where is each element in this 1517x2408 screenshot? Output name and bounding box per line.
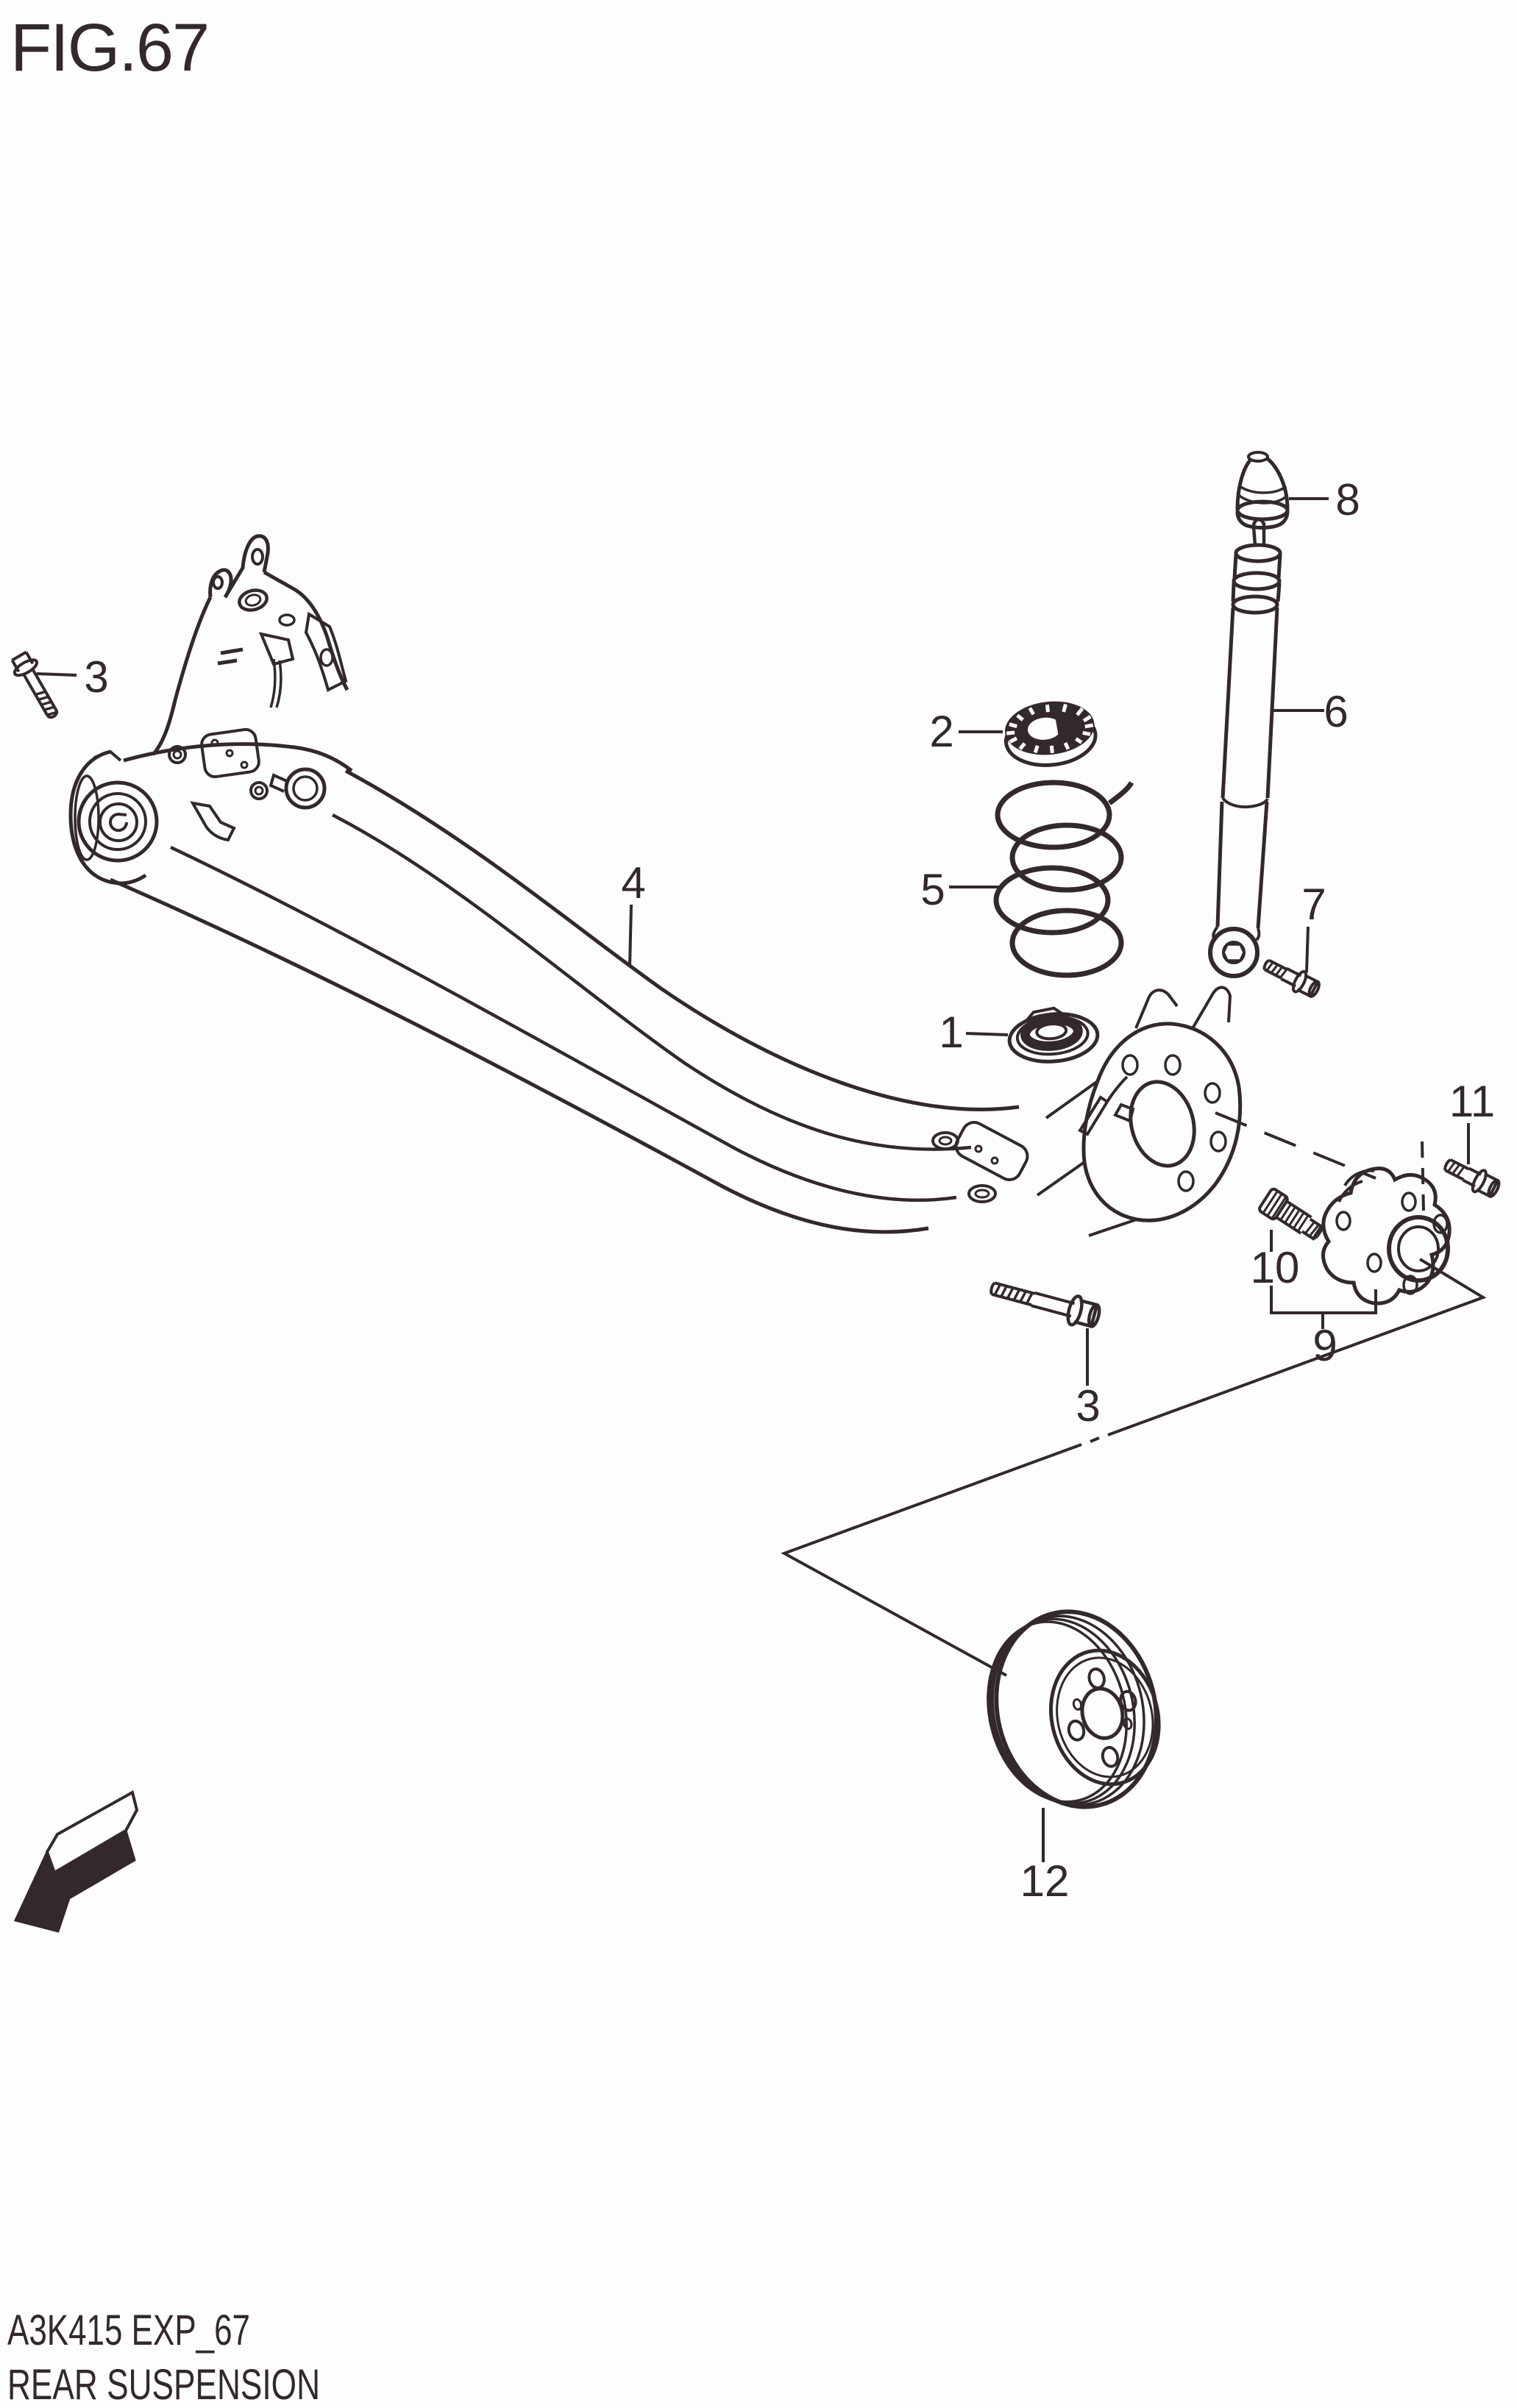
- callout-shock-absorber: 6: [1324, 687, 1348, 736]
- callout-hub-stud: 10: [1251, 1243, 1300, 1292]
- beam-tube: [110, 769, 1020, 1234]
- callout-torsion-beam: 4: [621, 858, 645, 908]
- wheel-hub-assembly: [1321, 1166, 1452, 1305]
- shock-absorber: [1208, 518, 1282, 978]
- callout-spring-upper-seat: 2: [929, 707, 953, 756]
- bolt-3-left: [10, 650, 59, 719]
- callout-bump-stop: 8: [1335, 475, 1360, 524]
- arm-top-edge: [123, 742, 353, 772]
- callout-bolt-left: 3: [84, 652, 108, 702]
- callout-bolt-right: 3: [1076, 1381, 1100, 1431]
- hub-stud: [1258, 1187, 1324, 1241]
- bolt-11: [1443, 1158, 1501, 1199]
- callout-hub-assembly: 9: [1312, 1321, 1337, 1370]
- spindle-mounting-plate: [1036, 986, 1243, 1237]
- spring-upper-seat: [1003, 701, 1098, 767]
- spring-cup: [269, 767, 327, 810]
- left-bracket: [152, 534, 349, 800]
- drum-pointer-lines: [781, 1258, 1487, 1677]
- fwd-direction-arrow: FWD: [13, 1789, 139, 1933]
- callout-coil-spring: 5: [920, 865, 945, 914]
- callout-brake-drum: 12: [1020, 1856, 1070, 1906]
- torsion-beam-axle-drawing: [68, 534, 1243, 1237]
- left-bushing: [68, 749, 159, 886]
- coil-spring: [993, 780, 1134, 978]
- brake-drum: [987, 1609, 1161, 1809]
- brake-line-clip: [190, 801, 236, 842]
- footer-caption: REAR SUSPENSION: [7, 2361, 320, 2408]
- spring-lower-seat: [1007, 1006, 1100, 1064]
- assembly-dashed-lines: [1215, 1111, 1425, 1213]
- callout-shock-bolt: 7: [1301, 880, 1326, 929]
- beam-detail-pads: [931, 1075, 1135, 1203]
- callout-hub-bolt: 11: [1449, 1077, 1495, 1126]
- bump-stop: [1235, 451, 1290, 530]
- figure-title: FIG.67: [10, 10, 208, 85]
- callout-leaders: [36, 497, 1470, 1862]
- callout-spring-lower-seat: 1: [939, 1008, 963, 1057]
- bolt-7: [1262, 958, 1321, 999]
- footer-code: A3K415 EXP_67: [7, 2307, 250, 2354]
- bolt-3-lower: [990, 1281, 1101, 1328]
